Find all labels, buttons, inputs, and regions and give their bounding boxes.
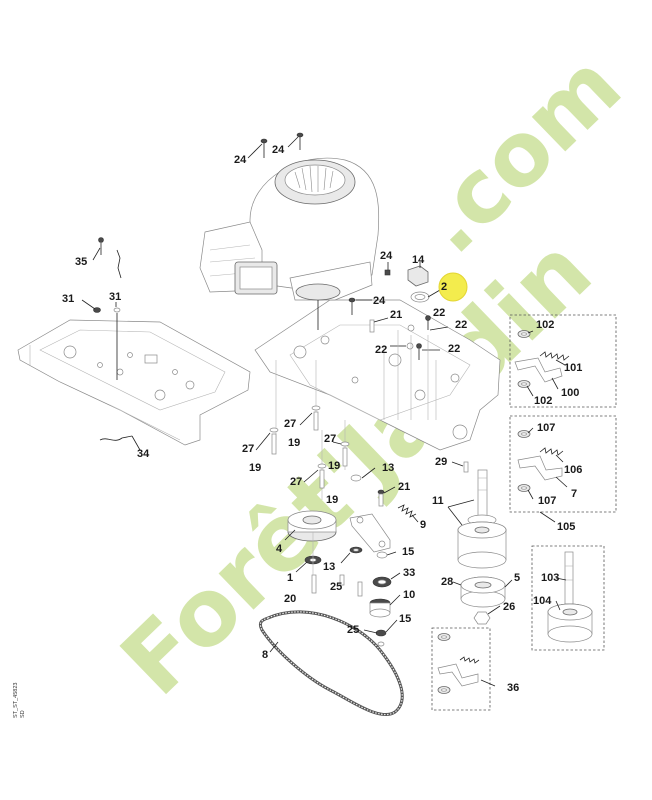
inset-100 <box>509 314 617 408</box>
label-13-a: 13 <box>382 462 394 474</box>
label-104: 104 <box>533 595 552 607</box>
label-24-c: 24 <box>380 250 393 262</box>
label-24-b: 24 <box>272 144 285 156</box>
label-19-a: 19 <box>288 437 300 449</box>
label-33: 33 <box>403 567 415 579</box>
pulley-4 <box>284 510 337 594</box>
label-22-c: 22 <box>375 344 387 356</box>
label-28: 28 <box>441 576 453 588</box>
label-13-b: 13 <box>323 561 335 573</box>
label-15-b: 15 <box>399 613 411 625</box>
side-code: ST_ST_45823 SD <box>13 683 26 718</box>
label-5: 5 <box>514 572 520 584</box>
label-7: 7 <box>571 488 577 500</box>
label-25-b: 25 <box>347 624 359 636</box>
label-21-a: 21 <box>390 309 402 321</box>
label-102-a: 102 <box>536 319 554 331</box>
label-27-c: 27 <box>324 433 336 445</box>
label-106: 106 <box>564 464 582 476</box>
top-hardware <box>81 132 449 451</box>
side-code-line-2: SD <box>20 710 26 718</box>
inset-36 <box>431 627 496 711</box>
label-107-a: 107 <box>537 422 555 434</box>
label-24-d: 24 <box>373 295 386 307</box>
highlight-circle <box>438 272 468 302</box>
side-code-line-1: ST_ST_45823 <box>13 683 19 718</box>
label-20: 20 <box>284 593 296 605</box>
label-103: 103 <box>541 572 559 584</box>
label-31-a: 31 <box>62 293 74 305</box>
deck-plate-right <box>254 299 501 451</box>
callout-labels: 24 24 35 31 31 34 24 14 2 24 21 22 22 22… <box>62 144 582 694</box>
label-14: 14 <box>412 254 425 266</box>
bolt-stack <box>255 405 350 489</box>
spindle-right <box>447 461 513 625</box>
label-22-d: 22 <box>433 307 445 319</box>
highlight-marker <box>438 272 468 302</box>
label-19-c: 19 <box>326 494 338 506</box>
label-102-b: 102 <box>534 395 552 407</box>
label-27-d: 27 <box>290 476 302 488</box>
label-10: 10 <box>403 589 415 601</box>
deck-plate-left <box>17 319 251 446</box>
label-27-a: 27 <box>284 418 296 430</box>
label-4: 4 <box>276 543 283 555</box>
label-24-a: 24 <box>234 154 247 166</box>
label-26: 26 <box>503 601 515 613</box>
label-15-a: 15 <box>402 546 414 558</box>
tensioner-centre <box>339 467 419 647</box>
label-107-b: 107 <box>538 495 556 507</box>
label-35: 35 <box>75 256 87 268</box>
label-9: 9 <box>420 519 426 531</box>
label-19-d: 19 <box>328 460 340 472</box>
label-22-b: 22 <box>448 343 460 355</box>
belt-8 <box>258 610 404 716</box>
inset-103 <box>531 545 605 651</box>
label-101: 101 <box>564 362 582 374</box>
label-34: 34 <box>137 448 150 460</box>
label-31-b: 31 <box>109 291 121 303</box>
label-2: 2 <box>441 281 447 293</box>
label-25-a: 25 <box>330 581 342 593</box>
label-36: 36 <box>507 682 519 694</box>
label-1: 1 <box>287 572 293 584</box>
label-21-b: 21 <box>398 481 410 493</box>
label-105: 105 <box>557 521 575 533</box>
inset-105 <box>509 415 617 523</box>
label-29: 29 <box>435 456 447 468</box>
label-11: 11 <box>432 495 444 507</box>
label-19-b: 19 <box>249 462 261 474</box>
label-8: 8 <box>262 649 268 661</box>
label-27-b: 27 <box>242 443 254 455</box>
label-22-a: 22 <box>455 319 467 331</box>
engine <box>199 157 380 330</box>
label-100: 100 <box>561 387 579 399</box>
